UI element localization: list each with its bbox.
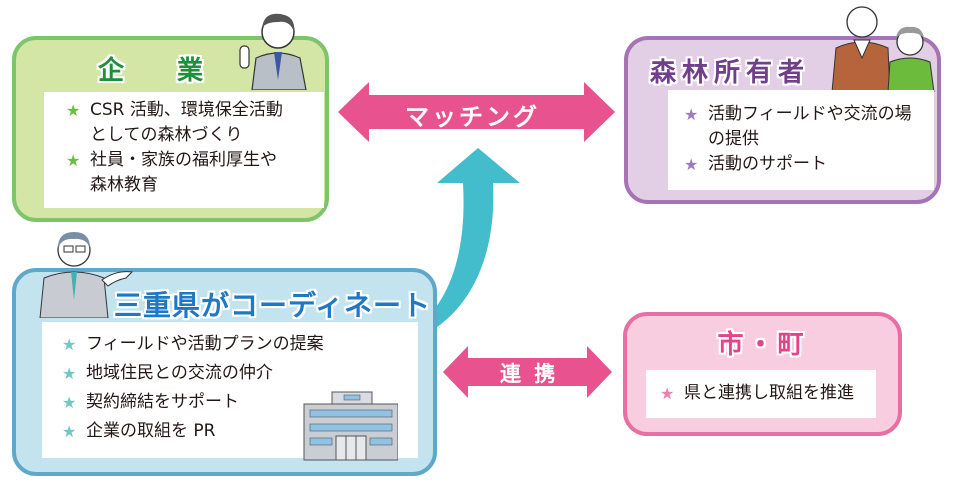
forest-owner-item: ★ 活動のサポート <box>684 152 934 177</box>
item-line: 活動フィールドや交流の場 <box>708 104 912 124</box>
cooperation-label: 連 携 <box>500 362 559 386</box>
matching-label: マッチング <box>405 103 540 131</box>
item-line: の提供 <box>708 129 759 149</box>
item-line: 森林教育 <box>90 175 158 195</box>
official-icon <box>39 232 134 318</box>
coordinator-item: ★ 企業の取組を PR <box>62 419 418 444</box>
coordinator-to-matching-arrow <box>370 148 520 350</box>
item-line: としての森林づくり <box>90 125 243 145</box>
item-line: 地域住民との交流の仲介 <box>86 363 273 383</box>
star-icon: ★ <box>66 101 81 120</box>
star-icon: ★ <box>684 105 699 124</box>
forest-owner-content: ★ 活動フィールドや交流の場 の提供 ★ 活動のサポート <box>668 90 934 190</box>
coordinator-box: 三重県がコーディネート ★ フィールドや活動プランの提案 ★ 地域住民との交流の… <box>12 232 437 476</box>
city-town-title: 市・町 <box>717 330 808 360</box>
city-town-box: 市・町 ★ 県と連携し取組を推進 <box>623 312 902 436</box>
city-town-content: ★ 県と連携し取組を推進 <box>646 370 876 418</box>
item-line: 企業の取組を PR <box>86 421 216 441</box>
coordinator-title: 三重県がコーディネート <box>114 289 432 322</box>
star-icon: ★ <box>684 155 699 174</box>
star-icon: ★ <box>62 393 77 412</box>
company-content: ★ CSR 活動、環境保全活動 としての森林づくり ★ 社員・家族の福利厚生や … <box>44 92 324 208</box>
item-line: 県と連携し取組を推進 <box>684 383 854 403</box>
company-item: ★ CSR 活動、環境保全活動 としての森林づくり <box>66 98 324 148</box>
matching-arrow <box>338 82 615 142</box>
cooperation-arrow <box>443 346 612 398</box>
businessman-icon <box>239 13 307 90</box>
city-town-item: ★ 県と連携し取組を推進 <box>660 381 876 406</box>
forest-owner-title: 森林所有者 <box>650 58 811 88</box>
coordinator-item: ★ 契約締結をサポート <box>62 390 418 415</box>
elderly-couple-icon <box>831 6 935 92</box>
item-line: 契約締結をサポート <box>86 392 239 412</box>
star-icon: ★ <box>66 151 81 170</box>
star-icon: ★ <box>660 384 675 403</box>
star-icon: ★ <box>62 335 77 354</box>
company-item: ★ 社員・家族の福利厚生や 森林教育 <box>66 148 324 198</box>
star-icon: ★ <box>62 364 77 383</box>
coordinator-item: ★ 地域住民との交流の仲介 <box>62 361 418 386</box>
company-title: 企 業 <box>98 56 226 86</box>
item-line: CSR 活動、環境保全活動 <box>90 100 283 120</box>
coordinator-item: ★ フィールドや活動プランの提案 <box>62 332 418 357</box>
item-line: フィールドや活動プランの提案 <box>86 334 324 354</box>
item-line: 社員・家族の福利厚生や <box>90 150 277 170</box>
forest-owner-item: ★ 活動フィールドや交流の場 の提供 <box>684 102 934 152</box>
forest-owner-box: 森林所有者 ★ 活動フィールドや交流の場 の提供 ★ 活動のサポート <box>624 6 941 204</box>
item-line: 活動のサポート <box>708 154 827 174</box>
government-building-icon <box>303 391 398 461</box>
company-box: 企 業 ★ CSR 活動、環境保全活動 としての森林づくり ★ 社員・家族の福利… <box>12 13 329 222</box>
star-icon: ★ <box>62 422 77 441</box>
